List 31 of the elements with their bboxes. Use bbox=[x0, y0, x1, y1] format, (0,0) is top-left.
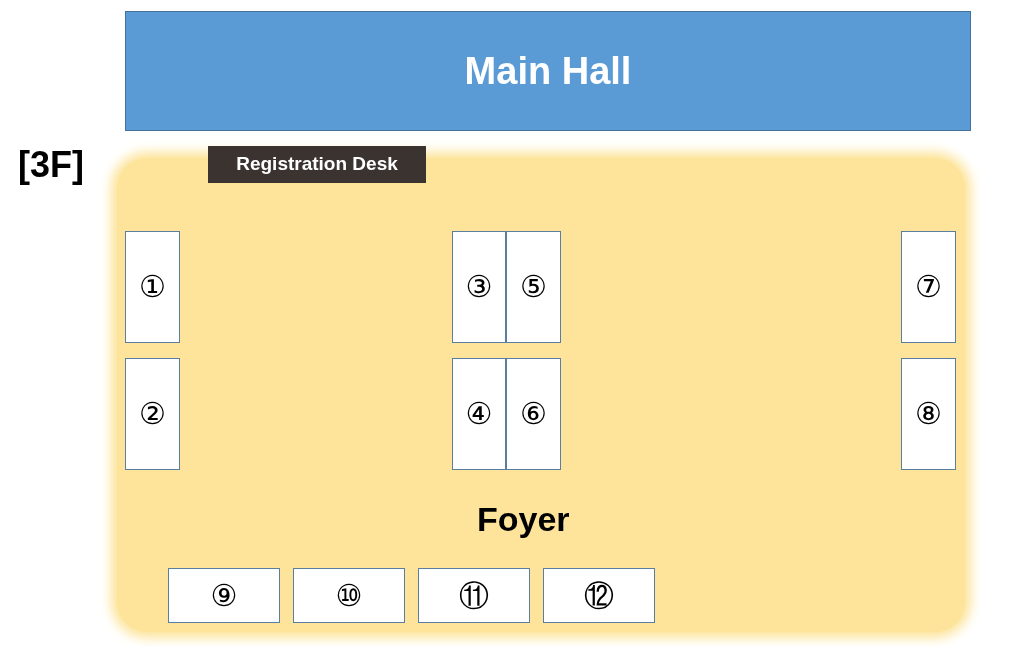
booth-table bbox=[168, 568, 280, 623]
booth-number: ③ bbox=[465, 272, 493, 302]
booth-table bbox=[293, 568, 405, 623]
booth-number: ⑤ bbox=[520, 272, 547, 302]
booth-table bbox=[506, 358, 561, 470]
booth-table bbox=[125, 358, 180, 470]
booth-number: ⑨ bbox=[210, 580, 238, 611]
booth-table bbox=[452, 358, 506, 470]
booth-table bbox=[901, 358, 956, 470]
foyer-area bbox=[117, 158, 965, 632]
booth-number: ⑫ bbox=[584, 580, 614, 611]
booth-number: ⑥ bbox=[520, 399, 547, 429]
area-label: Foyer bbox=[477, 499, 570, 540]
booth-number: ① bbox=[139, 272, 166, 302]
booth-number: ⑪ bbox=[459, 580, 489, 611]
booth-number: ⑩ bbox=[335, 580, 363, 611]
registration-desk bbox=[208, 146, 426, 183]
hall-block bbox=[125, 11, 971, 131]
hall-label: Main Hall bbox=[464, 48, 632, 94]
booth-table bbox=[506, 231, 561, 343]
booth-number: ② bbox=[139, 399, 166, 429]
booth-number: ⑧ bbox=[915, 399, 942, 429]
booth-table bbox=[125, 231, 180, 343]
booth-table bbox=[901, 231, 956, 343]
booth-table bbox=[418, 568, 530, 623]
booth-table bbox=[452, 231, 506, 343]
desk-label: Registration Desk bbox=[236, 152, 398, 177]
booth-table bbox=[543, 568, 655, 623]
floor-label: [3F] bbox=[18, 143, 84, 187]
booth-number: ④ bbox=[465, 399, 493, 429]
booth-number: ⑦ bbox=[915, 272, 942, 302]
